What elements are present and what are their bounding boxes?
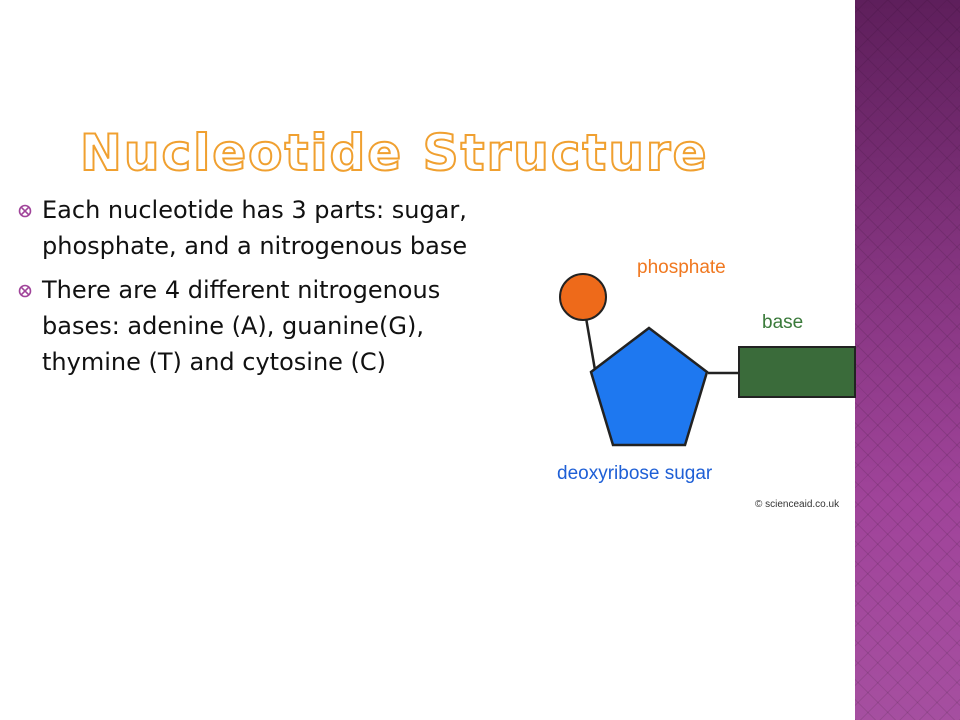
circled-cross-bullet-icon <box>18 204 32 218</box>
sugar-label: deoxyribose sugar <box>557 463 713 484</box>
bullet-item: Each nucleotide has 3 parts: sugar, phos… <box>18 192 508 264</box>
bullet-item: There are 4 different nitrogenous bases:… <box>18 272 508 380</box>
slide-title: Nucleotide Structure <box>79 123 709 183</box>
bullet-list: Each nucleotide has 3 parts: sugar, phos… <box>18 192 508 388</box>
credit-label: © scienceaid.co.uk <box>755 499 840 510</box>
circled-cross-bullet-icon <box>18 284 32 298</box>
decorative-side-band <box>855 0 960 720</box>
phosphate-sugar-bond <box>583 311 597 371</box>
base-label: base <box>762 312 803 333</box>
deoxyribose-pentagon <box>589 326 709 447</box>
phosphate-circle <box>559 273 607 321</box>
base-rectangle <box>738 346 856 398</box>
bullet-text: There are 4 different nitrogenous bases:… <box>42 276 441 376</box>
nucleotide-diagram: phosphate base deoxyribose sugar © scien… <box>557 257 856 510</box>
bullet-text: Each nucleotide has 3 parts: sugar, phos… <box>42 196 468 260</box>
phosphate-label: phosphate <box>637 257 726 278</box>
